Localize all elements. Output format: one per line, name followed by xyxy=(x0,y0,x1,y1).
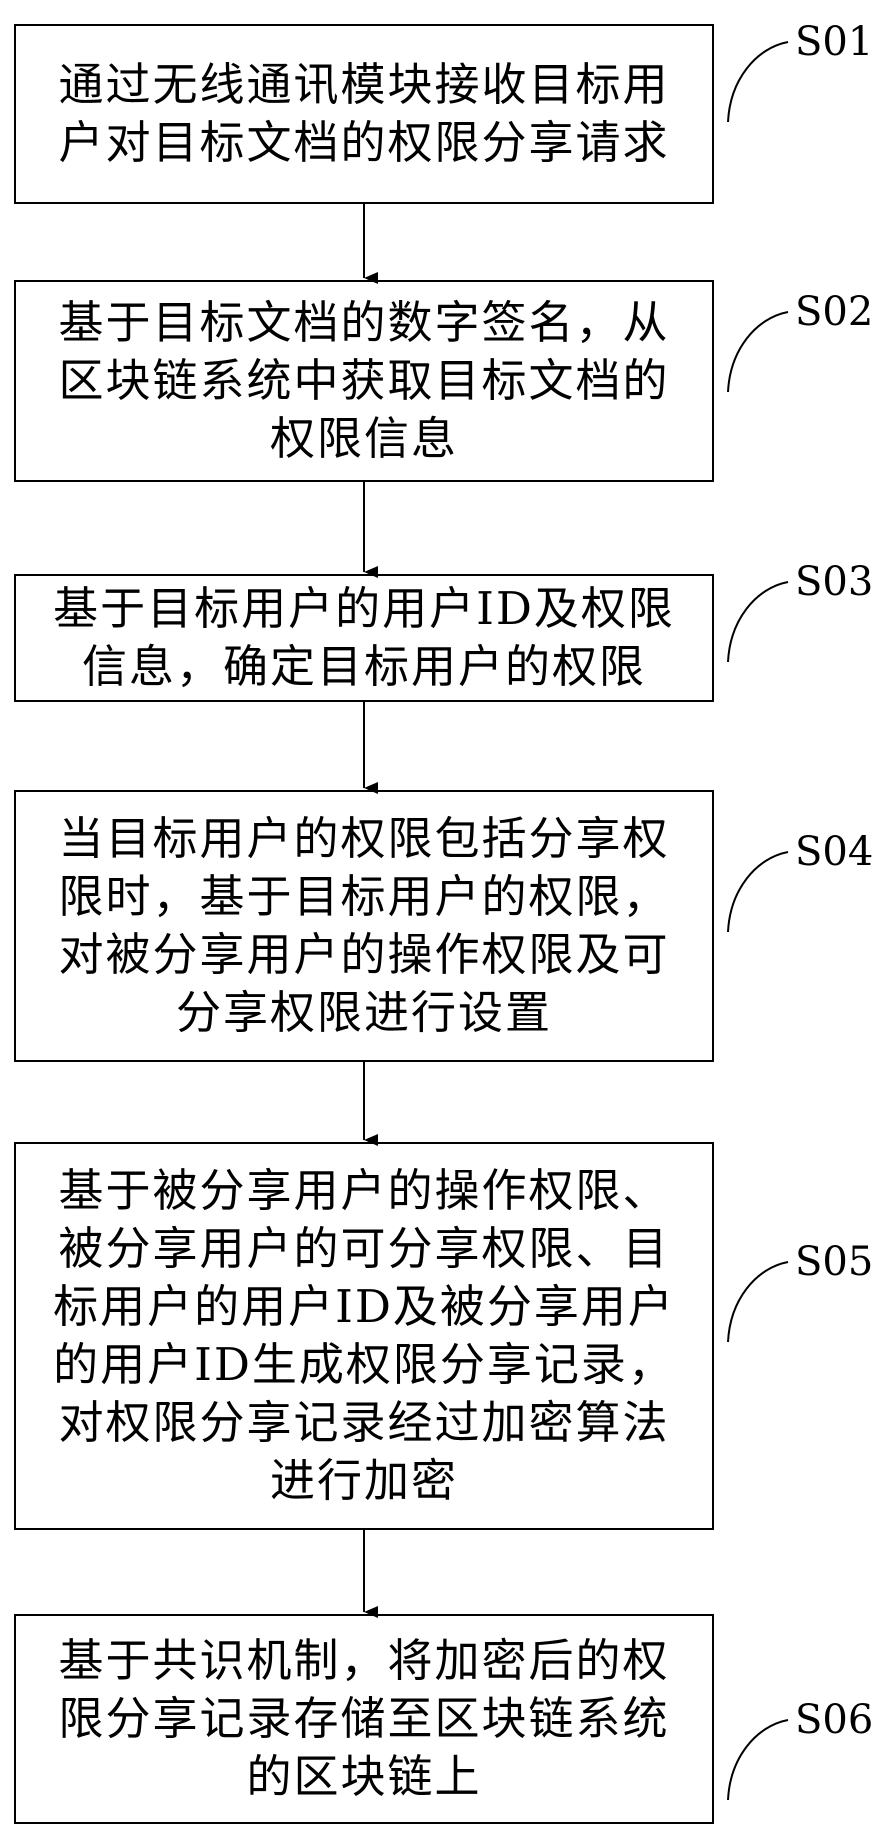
step-label-s01: S01 xyxy=(795,19,874,65)
leader-s05 xyxy=(727,1261,789,1343)
leader-s03 xyxy=(727,581,789,663)
step-text-s04: 当目标用户的权限包括分享权限时，基于目标用户的权限，对被分享用户的操作权限及可分… xyxy=(58,812,670,1039)
step-label-s03: S03 xyxy=(795,559,874,605)
step-label-s04: S04 xyxy=(795,829,874,875)
step-text-s06: 基于共识机制，将加密后的权限分享记录存储至区块链系统的区块链上 xyxy=(58,1634,670,1803)
leader-s02 xyxy=(727,311,789,393)
step-label-s02: S02 xyxy=(795,289,874,335)
step-box-s04: 当目标用户的权限包括分享权限时，基于目标用户的权限，对被分享用户的操作权限及可分… xyxy=(14,790,714,1062)
step-box-s02: 基于目标文档的数字签名，从区块链系统中获取目标文档的权限信息 xyxy=(14,280,714,482)
leader-s04 xyxy=(727,851,789,933)
step-text-s03: 基于目标用户的用户ID及权限信息，确定目标用户的权限 xyxy=(53,582,675,693)
step-box-s05: 基于被分享用户的操作权限、被分享用户的可分享权限、目标用户的用户ID及被分享用户… xyxy=(14,1142,714,1530)
leader-s06 xyxy=(727,1719,789,1801)
step-box-s06: 基于共识机制，将加密后的权限分享记录存储至区块链系统的区块链上 xyxy=(14,1614,714,1824)
step-text-s05: 基于被分享用户的操作权限、被分享用户的可分享权限、目标用户的用户ID及被分享用户… xyxy=(53,1164,675,1507)
leader-s01 xyxy=(727,41,789,123)
step-text-s01: 通过无线通讯模块接收目标用户对目标文档的权限分享请求 xyxy=(58,58,670,169)
step-label-s05: S05 xyxy=(795,1239,874,1285)
step-box-s03: 基于目标用户的用户ID及权限信息，确定目标用户的权限 xyxy=(14,574,714,702)
step-text-s02: 基于目标文档的数字签名，从区块链系统中获取目标文档的权限信息 xyxy=(58,296,670,465)
step-label-s06: S06 xyxy=(795,1697,874,1743)
step-box-s01: 通过无线通讯模块接收目标用户对目标文档的权限分享请求 xyxy=(14,24,714,204)
